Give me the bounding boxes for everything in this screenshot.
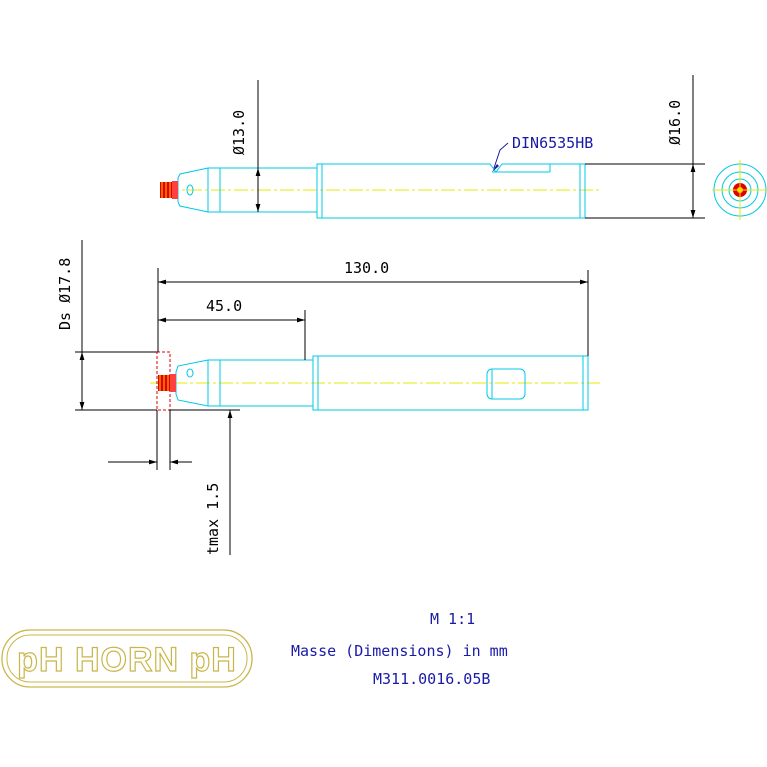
- bottom-tool-view: 130.0 45.0 Ds Ø17.8 tmax 1.5: [56, 240, 600, 555]
- horn-logo: pH HORN pH: [1, 629, 253, 688]
- top-tool-outline: [177, 163, 586, 219]
- logo-text: pH HORN pH: [17, 641, 237, 679]
- units-note: Masse (Dimensions) in mm: [291, 642, 508, 660]
- end-view: [712, 160, 767, 220]
- bottom-tip-insert: [158, 374, 176, 392]
- scale-note: M 1:1: [430, 610, 475, 628]
- drawing-number: M311.0016.05B: [373, 670, 490, 688]
- length-130-label: 130.0: [344, 259, 389, 277]
- diam-13-label: Ø13.0: [230, 110, 248, 155]
- length-45-label: 45.0: [206, 297, 242, 315]
- bottom-tool-outline: [175, 355, 589, 411]
- top-tool-view: Ø13.0 Ø16.0 DIN6535HB: [160, 75, 705, 219]
- ds-label: Ds Ø17.8: [56, 258, 74, 330]
- top-tip-insert: [160, 181, 178, 199]
- diam-16-label: Ø16.0: [666, 100, 684, 145]
- notes-block: M 1:1 Masse (Dimensions) in mm M311.0016…: [291, 610, 508, 688]
- din-label: DIN6535HB: [512, 134, 593, 152]
- tmax-label: tmax 1.5: [204, 483, 222, 555]
